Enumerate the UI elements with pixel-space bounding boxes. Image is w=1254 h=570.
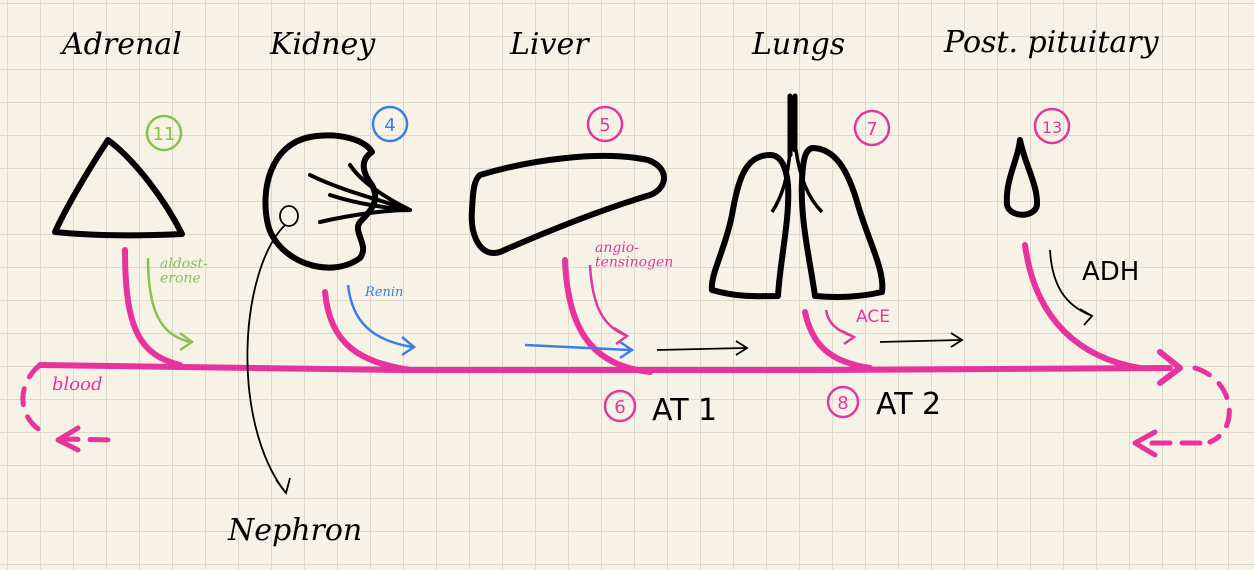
blood-label: blood xyxy=(52,374,102,395)
blood-vessel xyxy=(20,242,1232,458)
nephron-pointer xyxy=(246,224,286,493)
lungs-title: Lungs xyxy=(751,27,845,62)
adrenal-number: 11 xyxy=(153,124,176,145)
blood-return-right-arrowhead xyxy=(1132,429,1158,458)
right-lung xyxy=(798,145,886,300)
adh-secretion: ADH xyxy=(1049,249,1139,326)
kidney-vessels xyxy=(308,163,412,224)
lungs-number: 7 xyxy=(866,119,877,140)
liver-branch xyxy=(562,257,653,375)
kidney-number-circle xyxy=(371,105,409,143)
ace-label: ACE xyxy=(856,307,890,327)
pituitary-branch xyxy=(1022,242,1143,371)
renin-label: Renin xyxy=(364,285,403,300)
at2-number: 8 xyxy=(837,393,848,414)
blood-return-left-line xyxy=(57,436,121,443)
lungs-branch xyxy=(802,309,873,371)
aldosterone-arrowhead xyxy=(179,332,195,352)
liver-organ: 5 xyxy=(468,105,667,256)
adh-label: ADH xyxy=(1082,257,1139,287)
nephron-pointer-arrowhead xyxy=(275,477,291,495)
angiotensinogen-arrowhead xyxy=(613,326,630,346)
at1-label: AT 1 xyxy=(652,393,717,428)
pituitary-organ: 13 xyxy=(1003,107,1071,218)
renin-arrow xyxy=(346,284,413,349)
blood-return-right xyxy=(1192,365,1232,445)
adrenal-gland: 11 xyxy=(52,114,185,239)
angiotensinogen-secretion: angio-tensinogen xyxy=(588,240,673,346)
renin-arrowhead xyxy=(401,336,417,357)
liver-number-circle xyxy=(586,105,624,143)
liver-outline xyxy=(468,152,667,256)
lungs-organ: 7 xyxy=(708,93,891,300)
aldosterone-secretion: aldost-erone xyxy=(146,256,208,352)
at1-number: 6 xyxy=(614,397,625,418)
pituitary-number: 13 xyxy=(1042,118,1062,137)
kidney-number: 4 xyxy=(384,115,395,136)
kidney-branch xyxy=(322,289,413,373)
at2-number-circle xyxy=(826,385,860,419)
pituitary-number-circle xyxy=(1033,107,1071,145)
kidney-organ: 4 Nephron xyxy=(227,105,412,548)
adrenal-branch xyxy=(122,247,183,368)
lungs-to-pituitary-arrow xyxy=(879,332,964,348)
renin-continuation-arrowhead xyxy=(619,340,635,360)
liver-title: Liver xyxy=(509,27,590,62)
blood-main-line xyxy=(37,362,1173,373)
at1-number-circle xyxy=(603,389,637,423)
blood-return-left xyxy=(20,362,48,436)
ace-arrow xyxy=(824,309,853,338)
left-lung xyxy=(708,152,792,300)
liver-to-lungs-arrow xyxy=(656,340,749,356)
adrenal-title: Adrenal xyxy=(59,27,182,62)
kidney-nephron-marker xyxy=(279,205,299,227)
bronchi xyxy=(770,149,824,214)
angiotensinogen-arrow xyxy=(588,264,626,337)
ace-arrowhead xyxy=(841,329,857,346)
angiotensinogen-label: angio-tensinogen xyxy=(595,240,673,271)
lungs-number-circle xyxy=(853,109,891,147)
renin-secretion: Renin xyxy=(346,284,635,360)
pituitary-drop xyxy=(1003,137,1041,218)
adh-arrowhead xyxy=(1079,308,1094,326)
adrenal-triangle xyxy=(52,137,185,239)
aldosterone-label: aldost-erone xyxy=(160,256,208,287)
aldosterone-arrow xyxy=(146,257,191,344)
ace-secretion: ACE xyxy=(824,307,890,346)
trachea xyxy=(787,93,798,158)
pituitary-title: Post. pituitary xyxy=(943,25,1160,60)
blood-arrowhead xyxy=(1157,349,1183,386)
at1-product: 6 AT 1 xyxy=(603,389,717,428)
blood-return-left-arrowhead xyxy=(55,425,81,453)
nephron-label: Nephron xyxy=(227,513,362,548)
renin-continuation xyxy=(524,343,631,352)
kidney-title: Kidney xyxy=(269,27,376,62)
at2-label: AT 2 xyxy=(876,387,941,422)
liver-number: 5 xyxy=(599,115,610,136)
adrenal-number-circle xyxy=(145,114,183,152)
kidney-outline xyxy=(262,132,379,271)
at2-product: 8 AT 2 xyxy=(826,385,941,422)
